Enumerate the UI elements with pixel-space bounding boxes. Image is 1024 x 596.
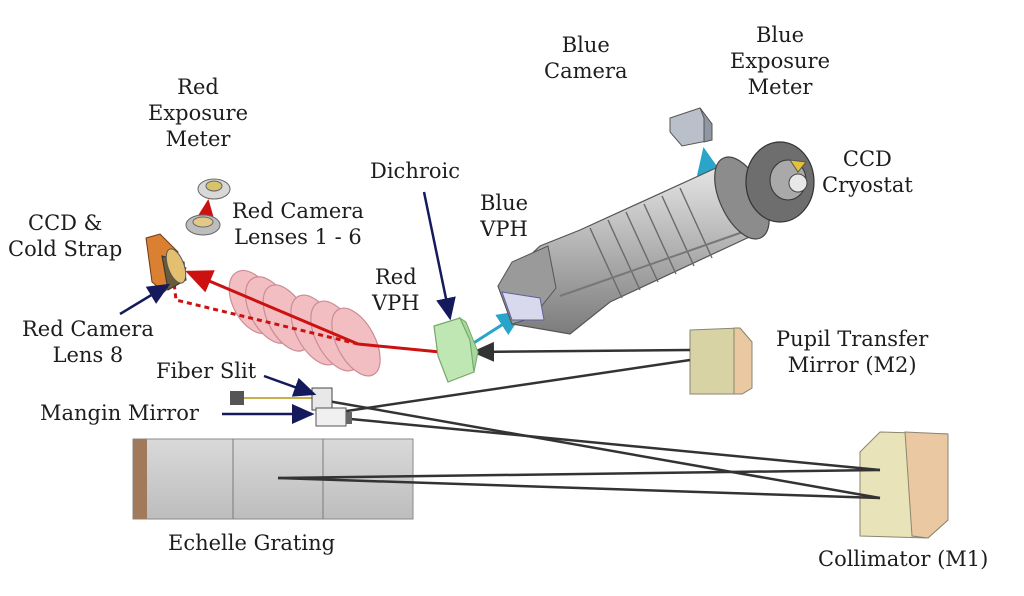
label-ccd-cold-strap: CCD & Cold Strap — [8, 211, 123, 261]
fiber-slit-assembly — [230, 387, 333, 411]
echelle-grating — [132, 438, 414, 520]
label-pupil-transfer-mirror: Pupil Transfer Mirror (M2) — [776, 327, 929, 377]
label-blue-exposure-meter: Blue Exposure Meter — [730, 23, 831, 99]
label-mangin-mirror: Mangin Mirror — [40, 401, 199, 425]
label-dichroic: Dichroic — [370, 159, 460, 183]
mangin-mirror — [315, 407, 352, 427]
label-blue-vph: Blue VPH — [480, 191, 529, 241]
label-ccd-cryostat: CCD Cryostat — [822, 147, 913, 197]
label-echelle-grating: Echelle Grating — [168, 531, 336, 555]
label-red-camera-lens8: Red Camera Lens 8 — [22, 317, 154, 367]
red-pickoff-optic — [185, 214, 221, 236]
blue-camera — [497, 167, 761, 335]
beam-paths — [277, 341, 881, 500]
collimator-m1 — [859, 431, 949, 539]
label-red-exposure-meter: Red Exposure Meter — [148, 75, 249, 151]
blue-ccd-cryostat — [714, 141, 815, 240]
dichroic-red-vph — [433, 316, 479, 383]
label-arrows — [119, 191, 456, 424]
label-red-vph: Red VPH — [372, 265, 420, 315]
label-collimator: Collimator (M1) — [818, 547, 989, 571]
label-blue-camera: Blue Camera — [544, 33, 628, 83]
red-exposure-meter — [197, 178, 231, 200]
label-fiber-slit: Fiber Slit — [156, 359, 257, 383]
label-red-camera-lenses: Red Camera Lenses 1 - 6 — [232, 199, 364, 249]
red-ccd-cold-strap — [145, 233, 187, 293]
blue-exposure-meter — [669, 107, 713, 147]
pupil-transfer-mirror — [689, 327, 753, 395]
